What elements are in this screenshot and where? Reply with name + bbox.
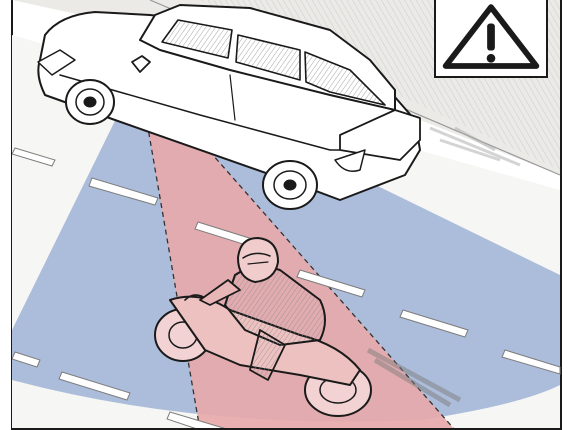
warning-triangle-icon — [436, 0, 546, 76]
rider-helmet — [238, 238, 278, 282]
warning-sign — [434, 0, 548, 78]
